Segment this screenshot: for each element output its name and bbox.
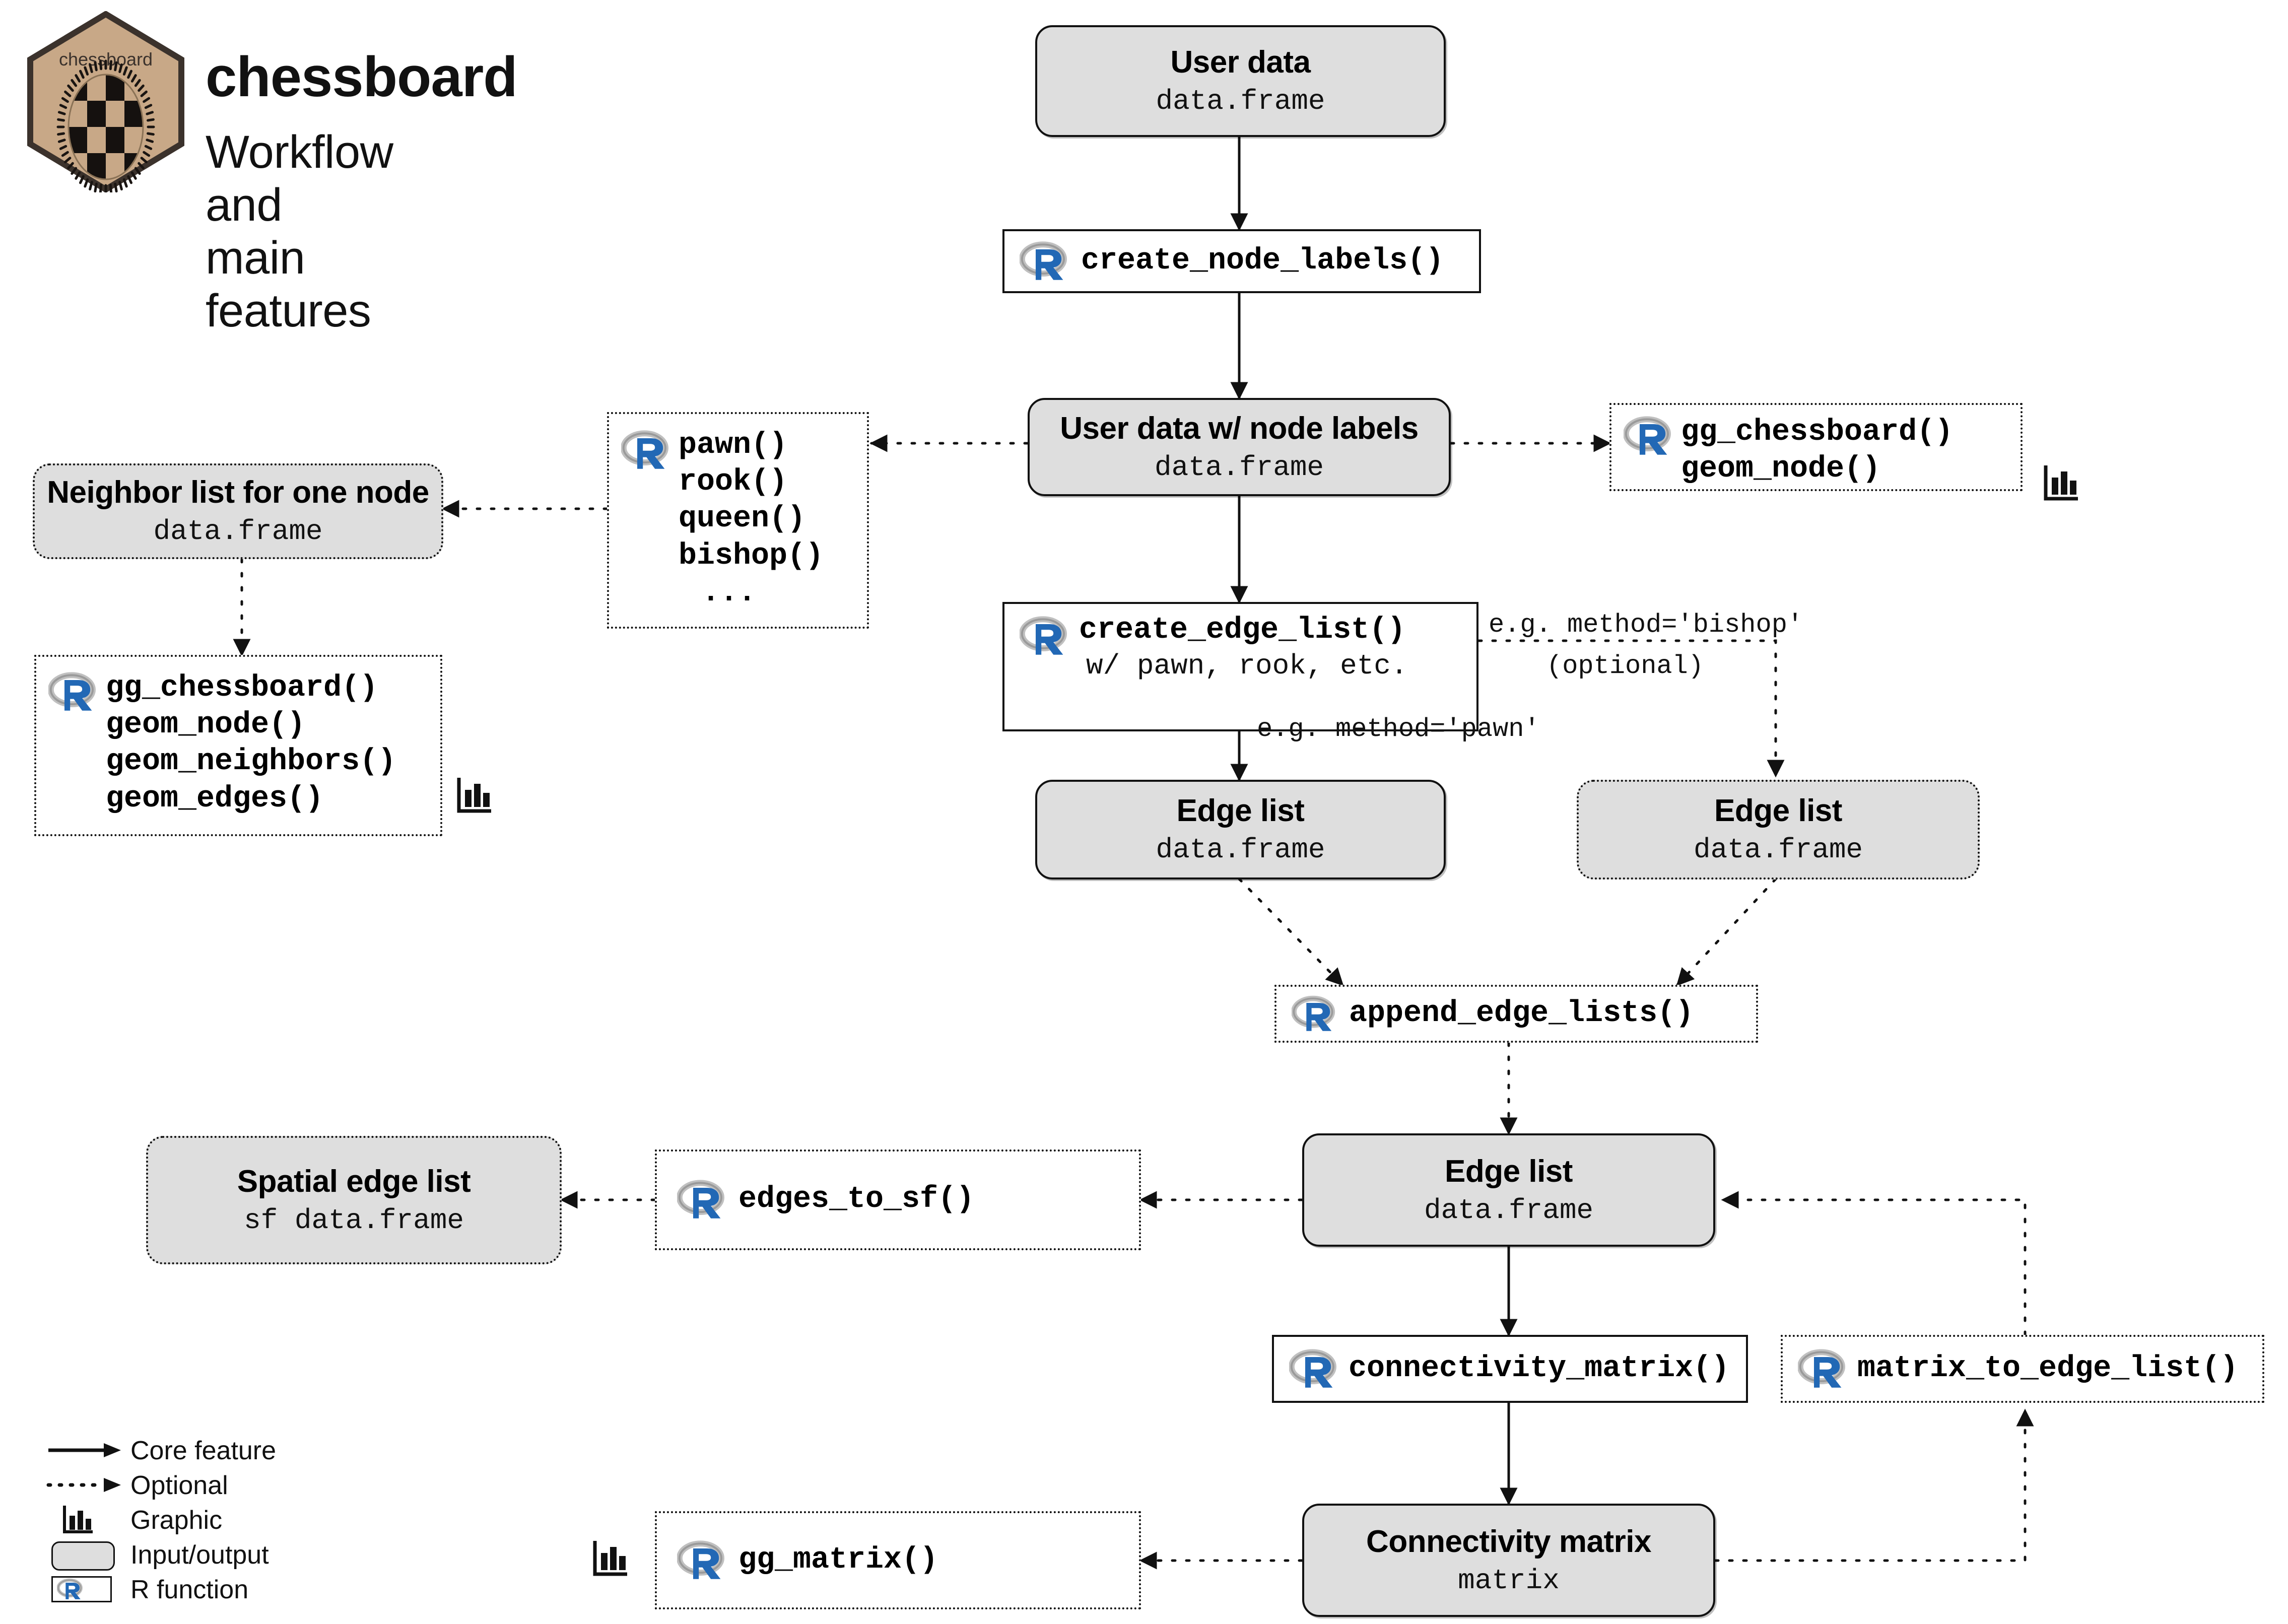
r-logo-icon (40, 1572, 123, 1607)
r-logo-icon (677, 1180, 724, 1219)
node-type: data.frame (153, 515, 323, 548)
fn-code-line: geom_node() (106, 708, 306, 742)
legend-item-r-function: R function (40, 1572, 276, 1607)
edge-label-bishop-method: e.g. method='bishop' (1489, 610, 1803, 640)
legend: Core feature Optional Graphic (40, 1433, 276, 1607)
legend-label: Input/output (130, 1540, 269, 1570)
node-type: matrix (1458, 1564, 1560, 1597)
bar-chart-icon (593, 1541, 627, 1576)
legend-item-optional: Optional (40, 1468, 276, 1503)
node-title: Edge list (1176, 793, 1305, 829)
fn-code-line: queen() (679, 502, 806, 536)
node-title: User data (1170, 45, 1311, 80)
fn-code: create_edge_list() (1079, 613, 1406, 647)
r-logo-icon (48, 672, 96, 711)
node-edges-to-sf[interactable]: edges_to_sf() (655, 1149, 1141, 1250)
node-title: Edge list (1445, 1154, 1573, 1189)
fn-code-line: ... (702, 575, 757, 610)
node-user-data-with-labels[interactable]: User data w/ node labels data.frame (1028, 398, 1451, 496)
node-connectivity-matrix[interactable]: Connectivity matrix matrix (1302, 1504, 1715, 1617)
fn-code: connectivity_matrix() (1349, 1351, 1730, 1386)
fn-code: matrix_to_edge_list() (1857, 1351, 2239, 1386)
r-logo-icon (1624, 416, 1671, 455)
node-type: data.frame (1693, 834, 1863, 866)
r-logo-icon (1798, 1348, 1845, 1388)
fn-code: gg_matrix() (738, 1542, 938, 1577)
fn-code-line: gg_chessboard() (106, 671, 378, 705)
solid-arrow-icon (40, 1433, 123, 1468)
fn-code: edges_to_sf() (738, 1182, 975, 1217)
page-title: chessboard (206, 45, 518, 108)
node-append-edge-lists[interactable]: append_edge_lists() (1274, 985, 1758, 1043)
node-gg-chessboard-neighbors[interactable]: gg_chessboard() geom_node() geom_neighbo… (34, 655, 442, 836)
legend-item-core-feature: Core feature (40, 1433, 276, 1468)
chessboard-hex-logo: chessboard (27, 11, 184, 192)
r-logo-icon (1289, 1348, 1336, 1388)
node-edge-list-pawn[interactable]: Edge list data.frame (1035, 780, 1446, 879)
node-create-edge-list[interactable]: create_edge_list() w/ pawn, rook, etc. (1002, 602, 1478, 731)
node-title: Neighbor list for one node (47, 475, 429, 510)
node-neighbor-list[interactable]: Neighbor list for one node data.frame (33, 463, 443, 559)
fn-code-line: geom_node() (1681, 452, 1881, 487)
node-type: data.frame (1154, 451, 1324, 484)
edge-label-bishop-optional: (optional) (1546, 651, 1704, 681)
fn-code-line: geom_neighbors() (106, 745, 396, 779)
legend-label: Graphic (130, 1505, 223, 1535)
node-spatial-edge-list[interactable]: Spatial edge list sf data.frame (146, 1136, 562, 1264)
node-title: Spatial edge list (237, 1164, 471, 1199)
dotted-arrow-icon (40, 1468, 123, 1503)
node-type: data.frame (1156, 834, 1325, 866)
r-logo-icon (1020, 616, 1067, 655)
legend-item-graphic: Graphic (40, 1503, 276, 1537)
edge-label-pawn-method: e.g. method='pawn' (1257, 714, 1540, 744)
node-title: Connectivity matrix (1366, 1524, 1651, 1559)
node-gg-chessboard-node[interactable]: gg_chessboard() geom_node() (1609, 403, 2023, 491)
page-subtitle: Workflow and main features (206, 126, 393, 336)
node-title: Edge list (1714, 793, 1842, 829)
legend-label: R function (130, 1575, 249, 1604)
r-logo-icon (1020, 241, 1067, 280)
r-logo-icon (621, 430, 668, 469)
fn-code-line: gg_chessboard() (1681, 415, 1954, 449)
bar-chart-icon (40, 1503, 123, 1537)
bar-chart-icon (457, 778, 491, 813)
fn-subtitle: w/ pawn, rook, etc. (1086, 650, 1408, 683)
fn-code-line: rook() (679, 465, 788, 500)
fn-code-line: pawn() (679, 428, 788, 462)
r-logo-icon (677, 1540, 724, 1579)
r-logo-icon (1292, 995, 1335, 1031)
node-piece-functions[interactable]: pawn() rook() queen() bishop() ... (607, 412, 869, 629)
fn-code: append_edge_lists() (1349, 996, 1694, 1031)
node-type: sf data.frame (244, 1204, 464, 1237)
fn-code-line: bishop() (679, 538, 824, 573)
node-matrix-to-edge-list[interactable]: matrix_to_edge_list() (1781, 1335, 2264, 1403)
legend-label: Optional (130, 1470, 228, 1500)
rounded-box-icon (40, 1537, 123, 1572)
node-gg-matrix[interactable]: gg_matrix() (655, 1511, 1141, 1609)
legend-label: Core feature (130, 1436, 277, 1465)
node-title: User data w/ node labels (1060, 411, 1419, 446)
legend-item-input-output: Input/output (40, 1537, 276, 1572)
node-type: data.frame (1424, 1194, 1594, 1227)
node-edge-list-merged[interactable]: Edge list data.frame (1302, 1133, 1715, 1247)
fn-code: create_node_labels() (1081, 243, 1444, 278)
node-connectivity-matrix-fn[interactable]: connectivity_matrix() (1272, 1335, 1748, 1403)
fn-code-line: geom_edges() (106, 781, 324, 816)
node-user-data[interactable]: User data data.frame (1035, 25, 1446, 137)
node-create-node-labels[interactable]: create_node_labels() (1002, 229, 1481, 293)
node-type: data.frame (1156, 85, 1325, 118)
bar-chart-icon (2044, 465, 2078, 501)
node-edge-list-bishop[interactable]: Edge list data.frame (1577, 780, 1980, 879)
